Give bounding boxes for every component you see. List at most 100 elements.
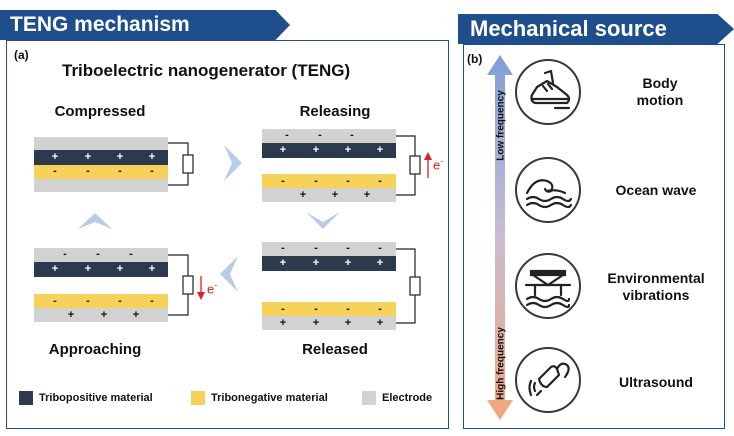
top-electrode bbox=[34, 248, 168, 262]
plus-charge: + bbox=[376, 317, 384, 329]
circuit-releasing bbox=[396, 135, 421, 196]
minus-charge: - bbox=[118, 295, 122, 307]
mechanical-source-panel bbox=[463, 44, 725, 429]
minus-charge: - bbox=[378, 303, 382, 315]
minus-charge: - bbox=[378, 175, 382, 187]
bottom-electrode bbox=[262, 188, 396, 202]
electron-label: e- bbox=[433, 156, 444, 173]
plus-charge: + bbox=[84, 151, 92, 163]
minus-charge: - bbox=[378, 242, 382, 254]
cycle-arrow-down bbox=[306, 212, 340, 229]
circuit-compressed bbox=[168, 142, 194, 186]
plus-charge: + bbox=[51, 263, 59, 275]
minus-charge: - bbox=[63, 248, 67, 260]
minus-charge: - bbox=[86, 295, 90, 307]
minus-charge: - bbox=[314, 242, 318, 254]
minus-charge: - bbox=[281, 175, 285, 187]
plus-charge: + bbox=[279, 144, 287, 156]
plus-charge: + bbox=[84, 263, 92, 275]
plus-charge: + bbox=[100, 309, 108, 321]
plus-charge: + bbox=[344, 317, 352, 329]
plus-charge: + bbox=[312, 144, 320, 156]
minus-charge: - bbox=[346, 303, 350, 315]
tribopositive-layer bbox=[34, 150, 168, 165]
minus-charge: - bbox=[318, 129, 322, 141]
plus-charge: + bbox=[344, 257, 352, 269]
minus-charge: - bbox=[281, 242, 285, 254]
top-electrode bbox=[262, 129, 396, 143]
minus-charge: - bbox=[129, 248, 133, 260]
teng-mechanism-panel bbox=[6, 40, 449, 429]
mechanical-source-banner: Mechanical source bbox=[458, 14, 734, 44]
legend-label-tribopositive: Tribopositive material bbox=[39, 392, 153, 404]
minus-charge: - bbox=[150, 165, 154, 177]
plus-charge: + bbox=[148, 263, 156, 275]
plus-charge: + bbox=[279, 317, 287, 329]
plus-charge: + bbox=[116, 263, 124, 275]
minus-charge: - bbox=[86, 165, 90, 177]
axis-label-high-frequency: High frequency bbox=[495, 327, 507, 400]
axis-label-low-frequency: Low frequency bbox=[495, 90, 507, 161]
shoe-icon bbox=[530, 69, 571, 110]
source-circle-environmental-vibrations bbox=[515, 253, 581, 319]
circuit-and-cycle-arrows bbox=[78, 135, 432, 324]
minus-charge: - bbox=[53, 165, 57, 177]
source-circle-body-motion bbox=[515, 59, 581, 125]
minus-charge: - bbox=[346, 242, 350, 254]
minus-charge: - bbox=[285, 129, 289, 141]
circuit-released bbox=[396, 248, 421, 324]
cycle-arrow-left bbox=[220, 256, 238, 292]
plus-charge: + bbox=[51, 151, 59, 163]
tribopositive-layer bbox=[34, 262, 168, 277]
plus-charge: + bbox=[299, 189, 307, 201]
plus-charge: + bbox=[279, 257, 287, 269]
wave-icon bbox=[525, 179, 573, 209]
cycle-arrow-right bbox=[224, 145, 242, 181]
minus-charge: - bbox=[118, 165, 122, 177]
state-label-compressed: Compressed bbox=[54, 103, 146, 120]
plus-charge: + bbox=[312, 317, 320, 329]
panel-label-a: (a) bbox=[14, 48, 29, 62]
electron-flow-arrow-up bbox=[424, 152, 432, 178]
cycle-arrow-up bbox=[78, 213, 112, 229]
legend-swatch-tribonegative bbox=[191, 391, 205, 405]
source-circle-ocean-wave bbox=[515, 157, 581, 223]
source-label-ultrasound: Ultrasound bbox=[619, 374, 693, 390]
plus-charge: + bbox=[132, 309, 140, 321]
minus-charge: - bbox=[314, 303, 318, 315]
bottom-electrode bbox=[34, 308, 168, 322]
legend-swatch-electrode bbox=[362, 391, 376, 405]
legend-swatch-tribopositive bbox=[19, 391, 33, 405]
state-label-approaching: Approaching bbox=[48, 341, 142, 358]
top-electrode bbox=[34, 137, 168, 150]
plus-charge: + bbox=[116, 151, 124, 163]
top-electrode bbox=[262, 242, 396, 256]
tribonegative-layer bbox=[262, 174, 396, 188]
bottom-electrode bbox=[34, 179, 168, 192]
minus-charge: - bbox=[346, 175, 350, 187]
circuit-approaching bbox=[168, 254, 194, 316]
plus-charge: + bbox=[331, 189, 339, 201]
tribopositive-layer bbox=[262, 256, 396, 271]
minus-charge: - bbox=[281, 303, 285, 315]
plus-charge: + bbox=[376, 144, 384, 156]
bottom-electrode bbox=[262, 316, 396, 330]
panel-label-b: (b) bbox=[467, 52, 483, 66]
tribonegative-layer bbox=[262, 302, 396, 316]
electron-flow-arrow-down bbox=[197, 276, 205, 300]
state-label-releasing: Releasing bbox=[299, 103, 371, 120]
state-label-released: Released bbox=[302, 341, 368, 358]
frequency-axis-arrow bbox=[487, 55, 513, 420]
ultrasound-probe-icon bbox=[528, 362, 570, 397]
minus-charge: - bbox=[314, 175, 318, 187]
minus-charge: - bbox=[53, 295, 57, 307]
minus-charge: - bbox=[96, 248, 100, 260]
tribopositive-layer bbox=[262, 143, 396, 158]
source-label-ocean-wave: Ocean wave bbox=[615, 182, 697, 198]
minus-charge: - bbox=[150, 295, 154, 307]
legend-label-electrode: Electrode bbox=[382, 392, 433, 404]
source-circle-ultrasound bbox=[515, 347, 581, 413]
plus-charge: + bbox=[67, 309, 75, 321]
